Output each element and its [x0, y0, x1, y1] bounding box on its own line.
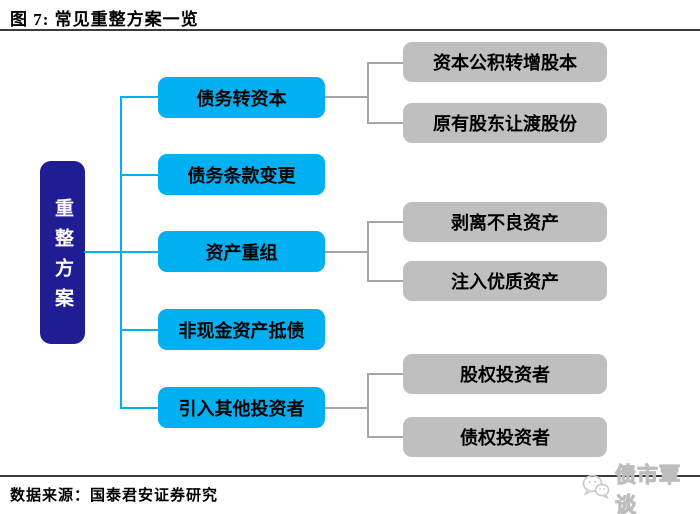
branch-node-noncash-asset-repayment: 非现金资产抵债	[158, 309, 325, 350]
footer-divider	[0, 475, 700, 477]
leaf-node-divest-bad-assets: 剥离不良资产	[403, 202, 607, 242]
connector-leafgroup-1-vertical	[367, 62, 369, 124]
watermark-label: 债市覃谈	[615, 464, 681, 514]
root-node: 重整方案	[40, 161, 85, 344]
leaf-node-debt-investors: 债权投资者	[403, 417, 607, 457]
connector-leafgroup-3-stem	[325, 407, 368, 409]
root-node-label: 重整方案	[52, 198, 73, 318]
leaf-node-capital-reserve-to-shares: 资本公积转增股本	[403, 42, 607, 82]
connector-branch-5	[120, 407, 158, 409]
connector-leafgroup-3-vertical	[367, 373, 369, 438]
connector-leafgroup-2-bottom	[367, 280, 403, 282]
connector-leafgroup-3-top	[367, 373, 403, 375]
leaf-node-inject-quality-assets: 注入优质资产	[403, 261, 607, 301]
wechat-icon	[580, 471, 612, 508]
data-source-note: 数据来源：国泰君安证券研究	[10, 488, 219, 504]
figure-title: 图 7: 常见重整方案一览	[10, 10, 199, 29]
watermark: 债市覃谈	[580, 459, 700, 514]
connector-branch-2	[120, 174, 158, 176]
connector-leafgroup-3-bottom	[367, 436, 403, 438]
connector-leafgroup-1-top	[367, 62, 403, 64]
title-divider	[0, 29, 700, 31]
connector-branch-3	[120, 251, 158, 253]
branch-node-asset-restructuring: 资产重组	[158, 231, 325, 272]
branch-node-debt-to-capital: 债务转资本	[158, 77, 325, 118]
connector-leafgroup-2-vertical	[367, 221, 369, 282]
connector-branch-1	[120, 96, 158, 98]
connector-leafgroup-2-top	[367, 221, 403, 223]
leaf-node-equity-investors: 股权投资者	[403, 354, 607, 394]
branch-node-debt-terms-change: 债务条款变更	[158, 154, 325, 195]
connector-leafgroup-1-stem	[325, 96, 368, 98]
connector-branch-4	[120, 329, 158, 331]
connector-root-trunk	[84, 251, 120, 253]
connector-leafgroup-1-bottom	[367, 122, 403, 124]
leaf-node-original-shareholders-transfer: 原有股东让渡股份	[403, 103, 607, 143]
connector-leafgroup-2-stem	[325, 251, 368, 253]
branch-node-introduce-investors: 引入其他投资者	[158, 387, 325, 428]
